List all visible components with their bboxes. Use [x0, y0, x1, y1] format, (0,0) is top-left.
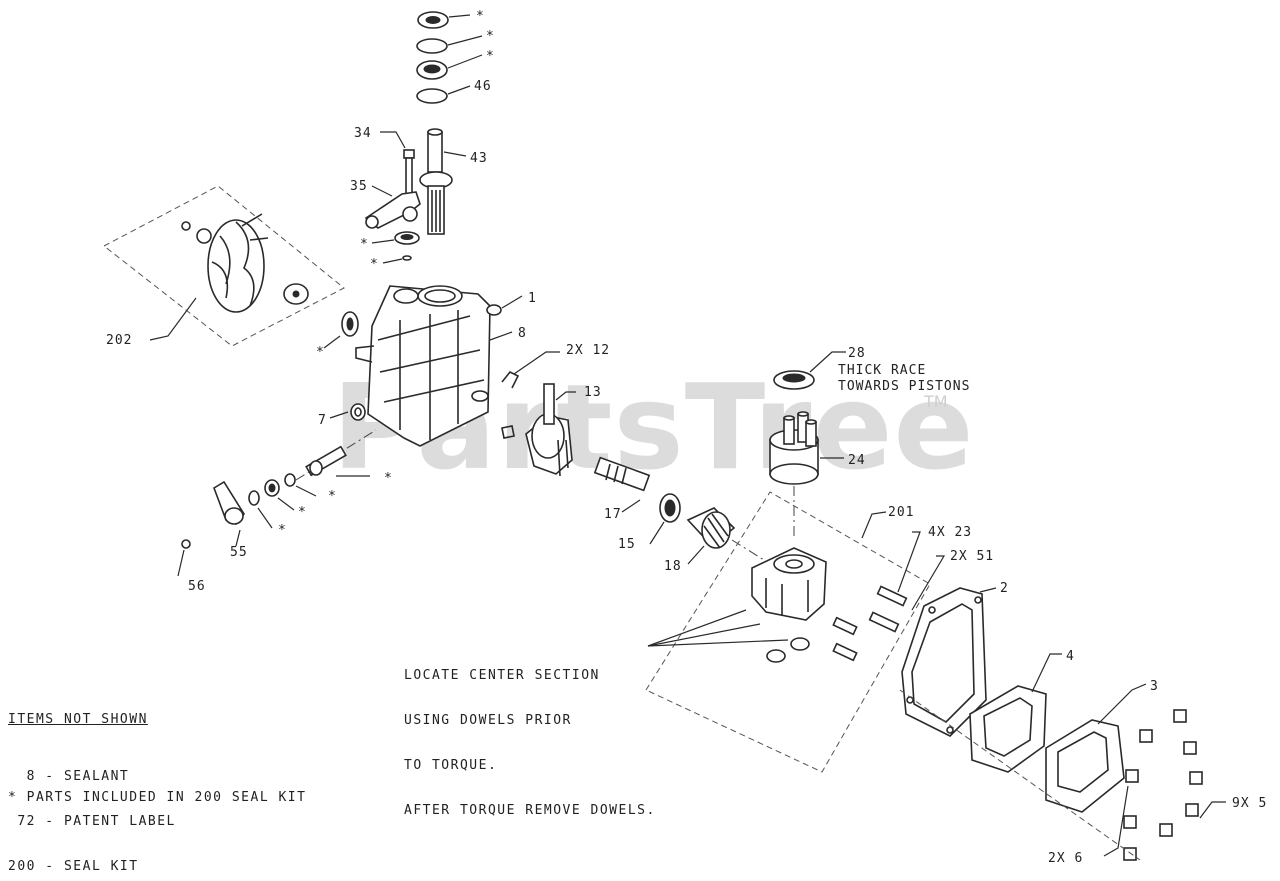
callout-star: * [384, 471, 393, 486]
shaft-17 [593, 456, 651, 513]
callout-17: 17 [604, 507, 622, 522]
callout-thick-race: THICK RACE [838, 363, 926, 378]
callout-1: 1 [528, 291, 537, 306]
callout-28: 28 [848, 346, 866, 361]
callout-34: 34 [354, 126, 372, 141]
input-shaft [295, 429, 377, 481]
locate-note-line: AFTER TORQUE REMOVE DOWELS. [404, 803, 656, 818]
gasket-2 [901, 587, 997, 737]
items-not-shown-heading: ITEMS NOT SHOWN [8, 712, 148, 727]
plug-7 [329, 403, 366, 421]
callout-8: 8 [518, 326, 527, 341]
bolts-5 [1103, 709, 1226, 861]
callout-7: 7 [318, 413, 327, 428]
callout-18: 18 [664, 559, 682, 574]
callout-24: 24 [848, 453, 866, 468]
screw-56 [177, 539, 191, 577]
callout-star: * [316, 345, 325, 360]
bearing-15 [649, 493, 681, 545]
items-not-shown: ITEMS NOT SHOWN 8 - SEALANT 72 - PATENT … [8, 682, 176, 881]
callout-13: 13 [584, 385, 602, 400]
callout-4: 4 [1066, 649, 1075, 664]
assembly-axis [899, 689, 1141, 861]
items-not-shown-row: 72 - PATENT LABEL [8, 814, 176, 829]
seal-stack [416, 11, 483, 104]
center-section-201 [645, 491, 931, 773]
callout-2: 2 [1000, 581, 1009, 596]
callout-56: 56 [188, 579, 206, 594]
locate-note-line: USING DOWELS PRIOR [404, 713, 572, 728]
callout-55: 55 [230, 545, 248, 560]
watermark-trademark: TM [924, 392, 948, 411]
fan-assembly-202 [103, 185, 345, 347]
housing-bearing [323, 311, 359, 349]
callout-star: * [328, 489, 337, 504]
shaft-seal [371, 231, 420, 264]
small-seals-left [248, 473, 317, 529]
callout-labels: * * * 46 34 43 35 * * 202 1 * 8 2X 12 28… [106, 9, 1267, 866]
thrust-race-28 [773, 351, 846, 390]
shaft-43 [419, 128, 467, 235]
callout-star: * [486, 49, 495, 64]
seal-kit-note: * PARTS INCLUDED IN 200 SEAL KIT [8, 790, 307, 805]
main-housing-1 [355, 285, 523, 447]
callout-201: 201 [888, 505, 914, 520]
items-not-shown-row: 8 - SEALANT [8, 769, 130, 784]
callout-2x6: 2X 6 [1048, 851, 1083, 866]
callout-star: * [476, 9, 485, 24]
callout-towards-pistons: TOWARDS PISTONS [838, 379, 970, 394]
callout-4x23: 4X 23 [928, 525, 972, 540]
callout-star: * [370, 257, 379, 272]
callout-202: 202 [106, 333, 132, 348]
locate-note: LOCATE CENTER SECTION USING DOWELS PRIOR… [404, 638, 656, 848]
callout-35: 35 [350, 179, 368, 194]
callout-43: 43 [470, 151, 488, 166]
items-not-shown-row: 200 - SEAL KIT [8, 859, 139, 874]
callout-3: 3 [1150, 679, 1159, 694]
callout-2x12: 2X 12 [566, 343, 610, 358]
callout-star: * [486, 29, 495, 44]
lever-55 [213, 480, 245, 547]
callout-star: * [360, 237, 369, 252]
callout-9x5: 9X 5 [1232, 796, 1267, 811]
callout-15: 15 [618, 537, 636, 552]
callout-star: * [278, 523, 287, 538]
arm-35 [364, 185, 421, 229]
locate-note-line: LOCATE CENTER SECTION [404, 668, 600, 683]
callout-2x51: 2X 51 [950, 549, 994, 564]
locate-note-line: TO TORQUE. [404, 758, 498, 773]
cylinder-block-24 [769, 411, 844, 540]
cover-3 [1045, 683, 1147, 813]
swashplate-13 [501, 383, 576, 477]
clip-12 [501, 351, 560, 389]
callout-46: 46 [474, 79, 492, 94]
locate-note-arrows [647, 609, 789, 647]
bolts-23 [832, 531, 946, 662]
bolt-34 [380, 131, 415, 201]
filter-18 [686, 507, 781, 571]
cover-4 [969, 653, 1062, 773]
callout-star: * [298, 505, 307, 520]
